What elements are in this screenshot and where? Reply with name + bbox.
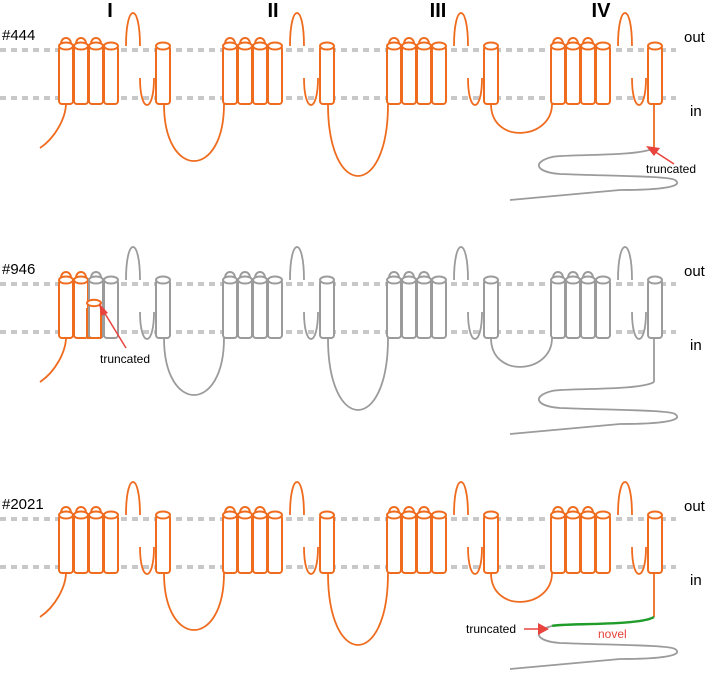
helix-4-1 (550, 37, 566, 105)
helix-4-3 (580, 506, 596, 574)
c-terminal-tail (509, 147, 678, 201)
helix-4-6 (647, 510, 663, 574)
helix-4-3 (580, 271, 596, 339)
helix-3-2 (401, 37, 417, 105)
truncated-label-444: truncated (646, 162, 696, 176)
helix-4-4 (595, 275, 611, 339)
helix-1-1 (58, 506, 74, 574)
helix-3-3 (416, 37, 432, 105)
truncated-label-2021: truncated (466, 622, 516, 636)
out-label-946: out (684, 263, 706, 280)
helix-4-1 (550, 506, 566, 574)
helix-2-2 (237, 271, 253, 339)
out-label-444: out (684, 29, 706, 46)
helix-3-3 (416, 506, 432, 574)
helix-2-4 (267, 510, 283, 574)
pointer-arrow (646, 146, 675, 165)
helix-2-3 (252, 37, 268, 105)
out-label-2021: out (684, 498, 706, 515)
helix-2-1 (222, 271, 238, 339)
helix-3-6 (483, 41, 499, 105)
helix-1-1 (58, 37, 74, 105)
helix-1-6 (155, 41, 171, 105)
in-label-444: in (690, 103, 702, 120)
helix-4-2 (565, 271, 581, 339)
helix-4-2 (565, 37, 581, 105)
helix-1-3 (88, 271, 104, 339)
in-label-946: in (690, 337, 702, 354)
helix-2-6 (319, 41, 335, 105)
helix-3-2 (401, 271, 417, 339)
domain-label-2: II (267, 0, 278, 22)
helix-3-4 (431, 275, 447, 339)
helix-3-1 (386, 271, 402, 339)
helix-4-6 (647, 275, 663, 339)
helix-2-2 (237, 506, 253, 574)
helix-3-2 (401, 506, 417, 574)
topology-row-2021: #2021 out in novel truncated (0, 481, 706, 670)
helix-groups-946 (58, 271, 663, 339)
row-label-2021: #2021 (2, 496, 44, 513)
truncated-helix (86, 298, 102, 339)
helix-3-4 (431, 41, 447, 105)
helix-1-1 (58, 271, 74, 339)
row-label-444: #444 (2, 27, 35, 44)
helix-1-3 (88, 37, 104, 105)
row-label-946: #946 (2, 261, 35, 278)
helix-4-4 (595, 510, 611, 574)
helix-1-2 (73, 506, 89, 574)
helix-1-2 (73, 271, 89, 339)
helix-3-1 (386, 37, 402, 105)
helix-2-3 (252, 506, 268, 574)
helix-4-1 (550, 271, 566, 339)
loops-2021 (39, 481, 655, 646)
helix-3-4 (431, 510, 447, 574)
helix-3-3 (416, 271, 432, 339)
helix-4-6 (647, 41, 663, 105)
topology-row-444: #444 out in truncated (0, 12, 706, 201)
helix-3-6 (483, 275, 499, 339)
helix-2-6 (319, 510, 335, 574)
domain-label-4: IV (592, 0, 612, 22)
helix-groups-444 (58, 37, 663, 105)
helix-4-3 (580, 37, 596, 105)
pointer-arrow (524, 623, 549, 635)
helix-2-1 (222, 37, 238, 105)
topology-row-946: #946 out in (0, 246, 706, 435)
helix-4-4 (595, 41, 611, 105)
novel-segment (551, 615, 655, 628)
helix-2-3 (252, 271, 268, 339)
helix-1-6 (155, 275, 171, 339)
loops-444 (39, 12, 655, 177)
loops-946 (125, 246, 678, 435)
helix-1-3 (88, 506, 104, 574)
helix-2-4 (267, 275, 283, 339)
helix-1-4 (103, 275, 119, 339)
c-terminal-tail (509, 625, 678, 670)
helix-2-6 (319, 275, 335, 339)
helix-2-1 (222, 506, 238, 574)
helix-4-2 (565, 506, 581, 574)
novel-label-2021: novel (598, 627, 627, 641)
in-label-2021: in (690, 572, 702, 589)
domain-label-3: III (430, 0, 447, 22)
helix-3-1 (386, 506, 402, 574)
helix-2-2 (237, 37, 253, 105)
helix-groups-2021 (58, 506, 663, 574)
helix-1-2 (73, 37, 89, 105)
helix-1-4 (103, 41, 119, 105)
helix-1-6 (155, 510, 171, 574)
domain-label-1: I (107, 0, 113, 22)
truncated-label-946: truncated (100, 352, 150, 366)
n-terminal-tail (39, 336, 67, 383)
helix-2-4 (267, 41, 283, 105)
pointer-arrow (99, 303, 127, 349)
helix-3-6 (483, 510, 499, 574)
helix-1-4 (103, 510, 119, 574)
